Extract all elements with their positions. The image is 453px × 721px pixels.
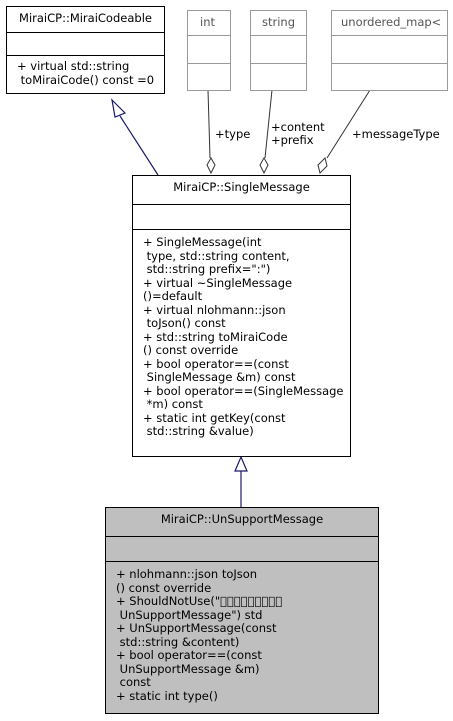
attributes-section-unsupport-message (106, 536, 378, 561)
attributes-section-single-message (133, 204, 350, 229)
class-box-unordered-map: unordered_map< (331, 10, 448, 91)
composition-diamond-map (317, 157, 328, 174)
methods-section-unsupport-message: + nlohmann::json toJson () const overrid… (106, 561, 378, 717)
class-box-unsupport-message: MiraiCP::UnSupportMessage + nlohmann::js… (105, 507, 379, 714)
methods-section-single-message: + SingleMessage(int type, std::string co… (133, 229, 350, 460)
attributes-section-unordered-map (332, 35, 447, 63)
inheritance-line-codeable (119, 115, 159, 176)
methods-section-mirai-codeable: + virtual std::string toMiraiCode() cons… (7, 55, 164, 97)
composition-diamond-int (206, 156, 216, 175)
inheritance-arrow-single (234, 455, 248, 472)
class-box-mirai-codeable: MiraiCP::MiraiCodeable + virtual std::st… (6, 6, 165, 94)
attributes-section-string (251, 35, 306, 63)
class-box-int: int (187, 10, 231, 91)
edge-label-message-type: +messageType (352, 127, 440, 141)
class-box-single-message: MiraiCP::SingleMessage + SingleMessage(i… (132, 175, 351, 457)
class-box-string: string (250, 10, 307, 91)
inheritance-arrow-codeable (111, 98, 127, 118)
class-name-string: string (262, 15, 296, 29)
methods-section-unordered-map (332, 63, 447, 93)
composition-line-int (207, 89, 211, 159)
class-name-single-message: MiraiCP::SingleMessage (173, 180, 310, 194)
class-name-int: int (200, 15, 215, 29)
edge-label-content-prefix: +content +prefix (271, 120, 325, 147)
methods-section-int (188, 63, 230, 93)
composition-line-string (264, 89, 273, 159)
attributes-section-mirai-codeable (7, 32, 164, 55)
class-name-mirai-codeable: MiraiCP::MiraiCodeable (19, 11, 152, 25)
methods-section-string (251, 63, 306, 93)
class-name-unsupport-message: MiraiCP::UnSupportMessage (160, 512, 324, 526)
composition-diamond-string (259, 156, 269, 175)
edge-label-type: +type (215, 127, 251, 141)
class-name-unordered-map: unordered_map< (341, 15, 442, 29)
attributes-section-int (188, 35, 230, 63)
composition-line-map (326, 89, 371, 159)
